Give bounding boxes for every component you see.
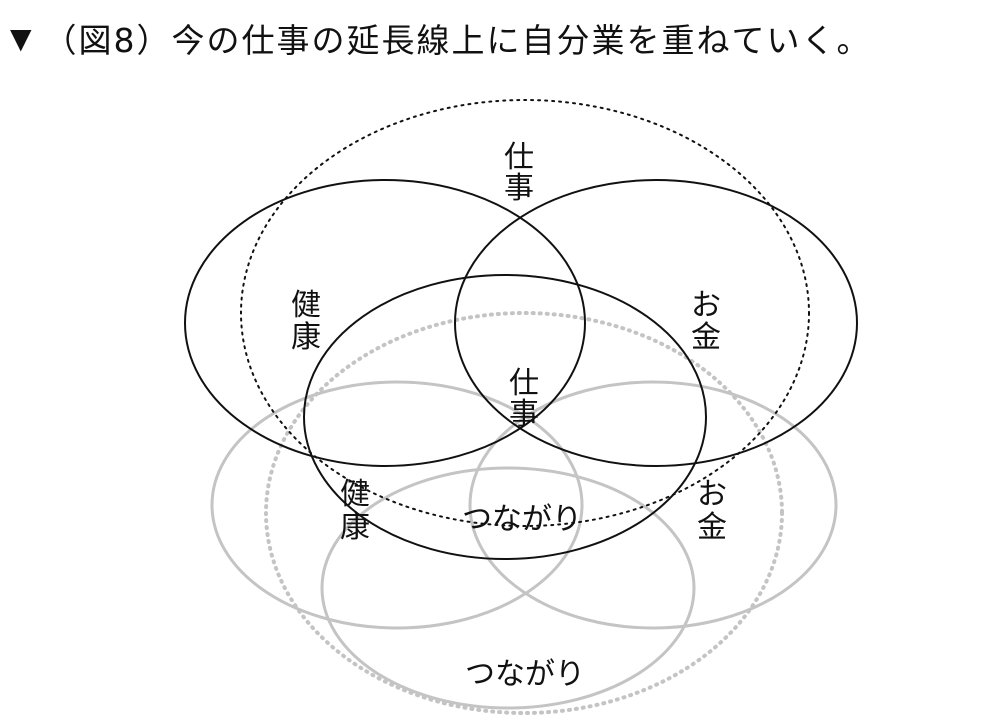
upper-venn-group bbox=[184, 99, 858, 560]
upper-left-ellipse bbox=[184, 179, 586, 467]
lower-right-ellipse bbox=[468, 380, 838, 630]
triangle-down-icon: ▼ bbox=[10, 21, 34, 55]
label-lower-left-2: 康 bbox=[340, 510, 370, 545]
caption-text: （図8）今の仕事の延長線上に自分業を重ねていく。 bbox=[43, 21, 872, 60]
upper-bottom-ellipse bbox=[303, 274, 707, 560]
label-lower-right-1: お bbox=[697, 477, 727, 512]
label-upper-right-1: お bbox=[691, 288, 721, 323]
label-upper-top-1: 仕 bbox=[504, 140, 534, 175]
label-upper-right-2: 金 bbox=[691, 320, 721, 355]
label-lower-right-2: 金 bbox=[697, 510, 727, 545]
label-lower-center: つながり bbox=[462, 502, 582, 537]
label-lower-left-1: 健 bbox=[340, 477, 370, 512]
lower-venn-group bbox=[210, 311, 838, 715]
figure-caption: ▼ （図8）今の仕事の延長線上に自分業を重ねていく。 bbox=[10, 14, 872, 62]
label-upper-center-2: 事 bbox=[509, 397, 539, 432]
label-upper-left-1: 健 bbox=[291, 288, 321, 323]
outer-upper-dotted-ellipse bbox=[240, 99, 810, 527]
outer-lower-dotted-ellipse bbox=[264, 311, 784, 715]
lower-left-ellipse bbox=[210, 380, 584, 630]
label-upper-center-1: 仕 bbox=[509, 366, 539, 401]
label-lower-bottom: つながり bbox=[465, 657, 585, 692]
label-upper-top-2: 事 bbox=[504, 171, 534, 206]
label-upper-left-2: 康 bbox=[291, 320, 321, 355]
lower-bottom-ellipse bbox=[320, 466, 696, 710]
upper-right-ellipse bbox=[454, 179, 858, 467]
